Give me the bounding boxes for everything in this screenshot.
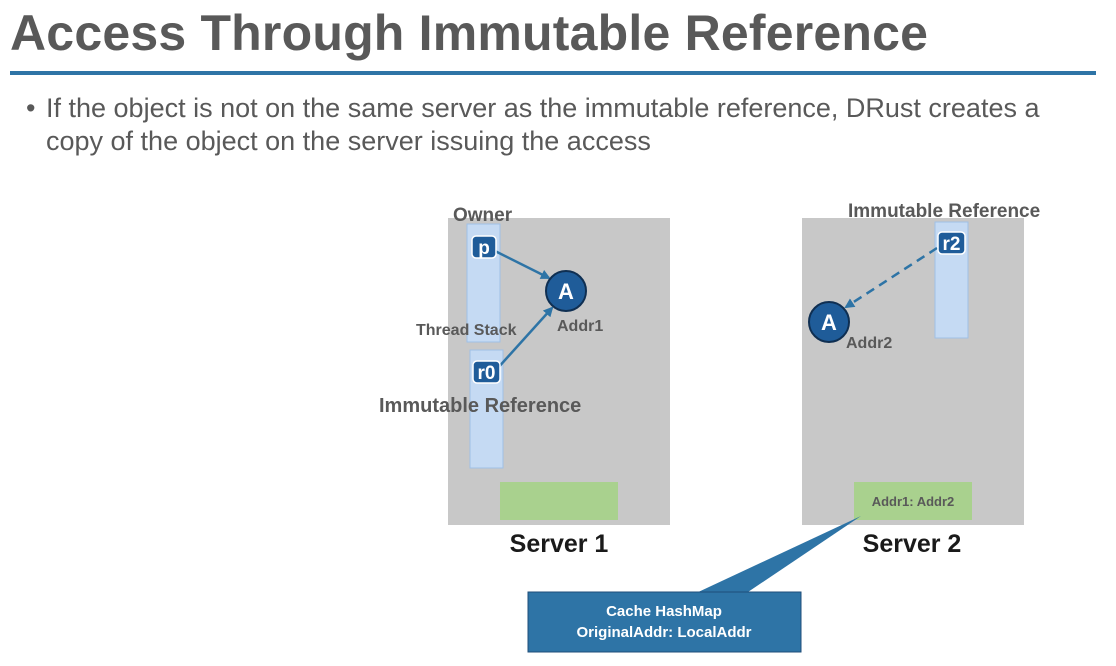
callout-line1: Cache HashMap xyxy=(606,603,722,620)
server2-immutable-ref-label: Immutable Reference xyxy=(848,201,1040,222)
thread-stack-label: Thread Stack xyxy=(416,322,517,339)
server2-name: Server 2 xyxy=(863,530,962,558)
server2-address-label: Addr2 xyxy=(846,335,892,352)
immutable-ref-arrow-server2 xyxy=(844,246,938,309)
server1-name: Server 1 xyxy=(510,530,609,558)
bullet-dot: • xyxy=(26,93,36,123)
server2-object-node xyxy=(808,301,850,343)
owner-label: Owner xyxy=(453,205,513,226)
immutable-ref-arrow-server1 xyxy=(495,306,554,371)
callout-box xyxy=(527,591,802,653)
callout-line2: OriginalAddr: LocalAddr xyxy=(576,624,751,641)
owner-pointer-arrow xyxy=(492,248,551,280)
server2-cache-hashmap xyxy=(854,482,972,520)
bullet-text: If the object is not on the same server … xyxy=(46,93,1040,156)
server1-cache-hashmap xyxy=(500,482,618,520)
owner-var-badge xyxy=(471,235,497,259)
server1-object-label: A xyxy=(558,279,574,304)
bullet-point: • If the object is not on the same serve… xyxy=(26,92,1086,158)
server2-object-label: A xyxy=(821,310,837,335)
server1-ref-var-label: r0 xyxy=(478,363,496,384)
owner-var-label: p xyxy=(478,238,490,259)
server1-address-label: Addr1 xyxy=(557,318,603,335)
callout-pointer xyxy=(694,516,861,594)
server2-ref-var-label: r2 xyxy=(943,234,961,255)
server1-object-node xyxy=(545,270,587,312)
server2-box xyxy=(802,218,1024,525)
title-divider xyxy=(10,71,1096,75)
server2-ref-var-badge xyxy=(937,231,966,255)
server1-immutable-ref-label: Immutable Reference xyxy=(379,395,581,417)
server1-ref-var-badge xyxy=(472,360,501,384)
server2-cache-entry: Addr1: Addr2 xyxy=(872,494,955,509)
slide-title: Access Through Immutable Reference xyxy=(10,5,929,61)
